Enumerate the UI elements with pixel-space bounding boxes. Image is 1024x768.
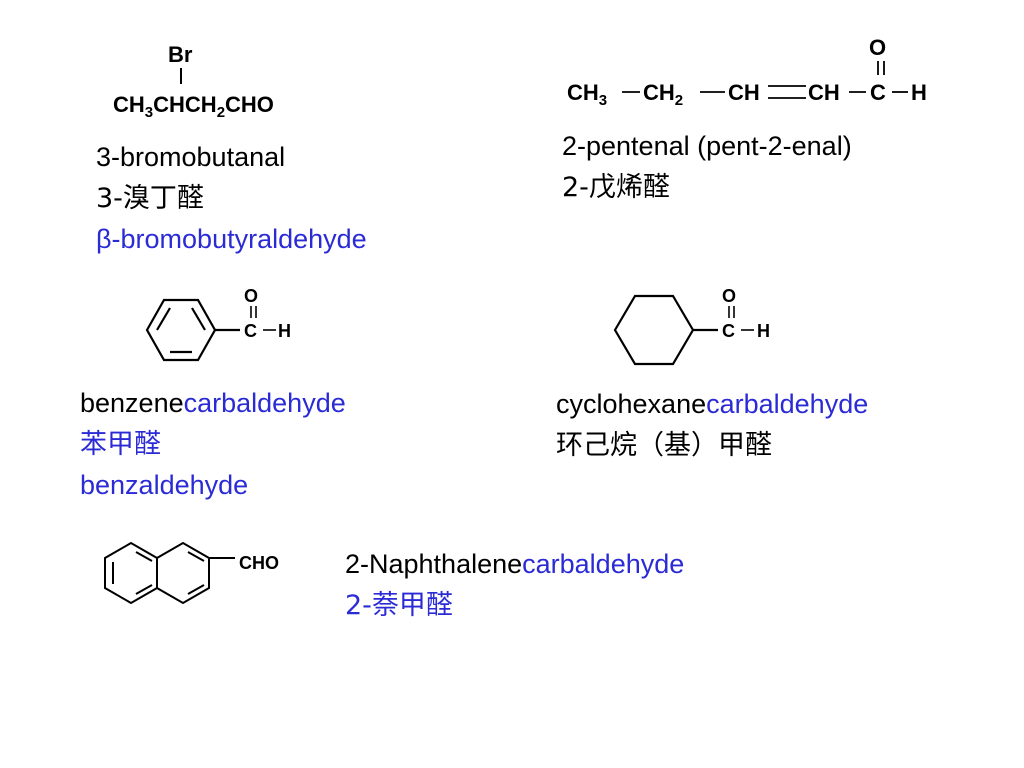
benzaldehyde-chinese-name: 苯甲醛 xyxy=(80,429,161,460)
name-prefix: 2-Naphthalene xyxy=(345,549,523,579)
carbonyl-carbon: C xyxy=(722,321,735,341)
aldehyde-hydrogen: H xyxy=(911,80,927,105)
pentenal-chinese-name: 2-戊烯醛 xyxy=(562,172,670,203)
name-suffix: carbaldehyde xyxy=(183,388,346,418)
aldehyde-hydrogen: H xyxy=(757,321,770,341)
name-prefix: cyclohexane xyxy=(556,389,707,419)
benzaldehyde-common-name: benzaldehyde xyxy=(80,470,249,500)
carbonyl-carbon: C xyxy=(870,80,886,105)
condensed-formula: CH3CHCH2CHO xyxy=(113,92,274,121)
aldehyde-hydrogen: H xyxy=(278,321,291,341)
carbonyl-oxygen: O xyxy=(722,286,736,306)
carbonyl-carbon: C xyxy=(244,321,257,341)
aromatic-double-bond-1 xyxy=(156,307,171,331)
benzaldehyde-systematic-name: benzenecarbaldehyde xyxy=(80,388,346,419)
bromobutanal-iupac-name: 3-bromobutanal xyxy=(96,142,286,172)
cyclohexanecarbaldehyde-systematic-name: cyclohexanecarbaldehyde xyxy=(556,389,868,420)
bromine-label: Br xyxy=(168,42,193,67)
aromatic-double-bond-5 xyxy=(187,584,205,595)
cyclohexanecarbaldehyde-chinese-name: 环己烷（基）甲醛 xyxy=(556,430,772,461)
carbonyl-oxygen: O xyxy=(869,35,886,60)
carbonyl-oxygen: O xyxy=(244,286,258,306)
naphthalene-ring-right xyxy=(156,541,210,605)
name-suffix: carbaldehyde xyxy=(706,389,869,419)
aromatic-double-bond-2 xyxy=(135,551,153,562)
bromobutanal-chinese-name: 3-溴丁醛 xyxy=(96,183,204,214)
bromobutanal-common-name: β-bromobutyraldehyde xyxy=(96,224,367,254)
pentenal-iupac-name: 2-pentenal (pent-2-enal) xyxy=(562,131,852,161)
ch-group-a: CH xyxy=(728,80,760,105)
aromatic-double-bond-4 xyxy=(187,551,205,562)
aromatic-double-bond-3 xyxy=(135,584,153,595)
ch2-group: CH2 xyxy=(643,80,683,109)
aromatic-double-bond-2 xyxy=(191,307,206,331)
naphthaldehyde-chinese-name: 2-萘甲醛 xyxy=(345,590,453,621)
ch3-group: CH3 xyxy=(567,80,607,109)
naphthaldehyde-systematic-name: 2-Naphthalenecarbaldehyde xyxy=(345,549,684,580)
cho-group: CHO xyxy=(239,553,279,573)
ch-group-b: CH xyxy=(808,80,840,105)
name-suffix: carbaldehyde xyxy=(522,549,685,579)
name-prefix: benzene xyxy=(80,388,184,418)
